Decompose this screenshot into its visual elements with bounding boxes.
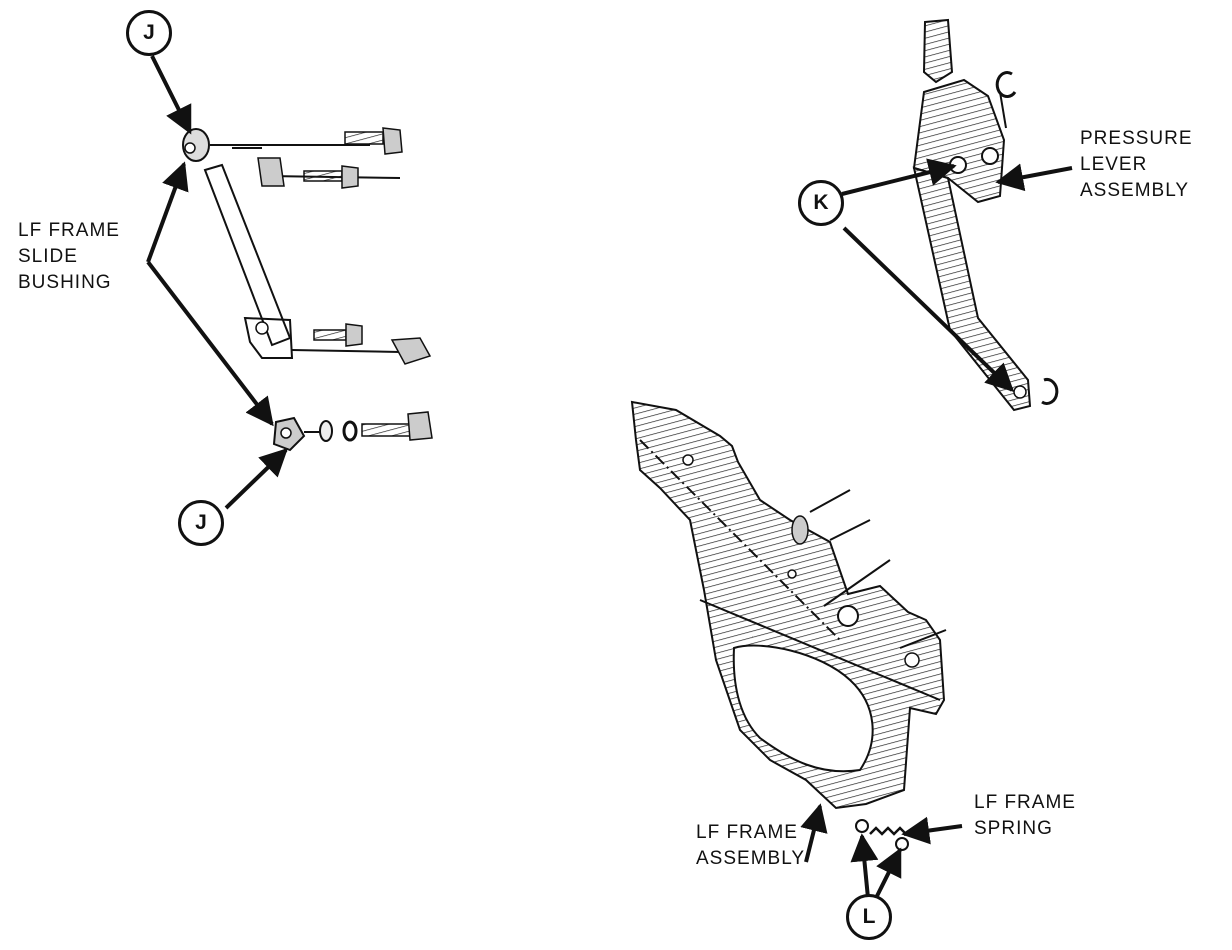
callout-j-top: J — [126, 10, 172, 56]
label-line: BUSHING — [18, 272, 112, 293]
callout-j-bottom: J — [178, 500, 224, 546]
leader-arrows — [146, 55, 1073, 899]
label-frame-spring: LF FRAME SPRING — [974, 790, 1076, 842]
callout-k: K — [798, 180, 844, 226]
label-line: LF FRAME — [18, 220, 120, 241]
label-line: PRESSURE — [1080, 128, 1193, 149]
label-line: LEVER — [1080, 154, 1148, 175]
label-line: LF FRAME — [974, 792, 1076, 813]
label-pressure-lever: PRESSURE LEVER ASSEMBLY — [1080, 126, 1193, 204]
label-line: SLIDE — [18, 246, 78, 267]
label-line: SPRING — [974, 818, 1053, 839]
label-slide-bushing: LF FRAME SLIDE BUSHING — [18, 218, 120, 296]
pressure-lever-part — [912, 18, 1059, 412]
lf-frame-part — [630, 400, 947, 851]
label-line: LF FRAME — [696, 822, 798, 843]
lower-bushing-part — [272, 411, 433, 452]
label-line: ASSEMBLY — [1080, 180, 1190, 201]
label-frame-assembly: LF FRAME ASSEMBLY — [696, 820, 805, 872]
slide-bracket-part — [182, 127, 432, 365]
label-line: ASSEMBLY — [696, 848, 806, 869]
callout-l: L — [846, 894, 892, 940]
